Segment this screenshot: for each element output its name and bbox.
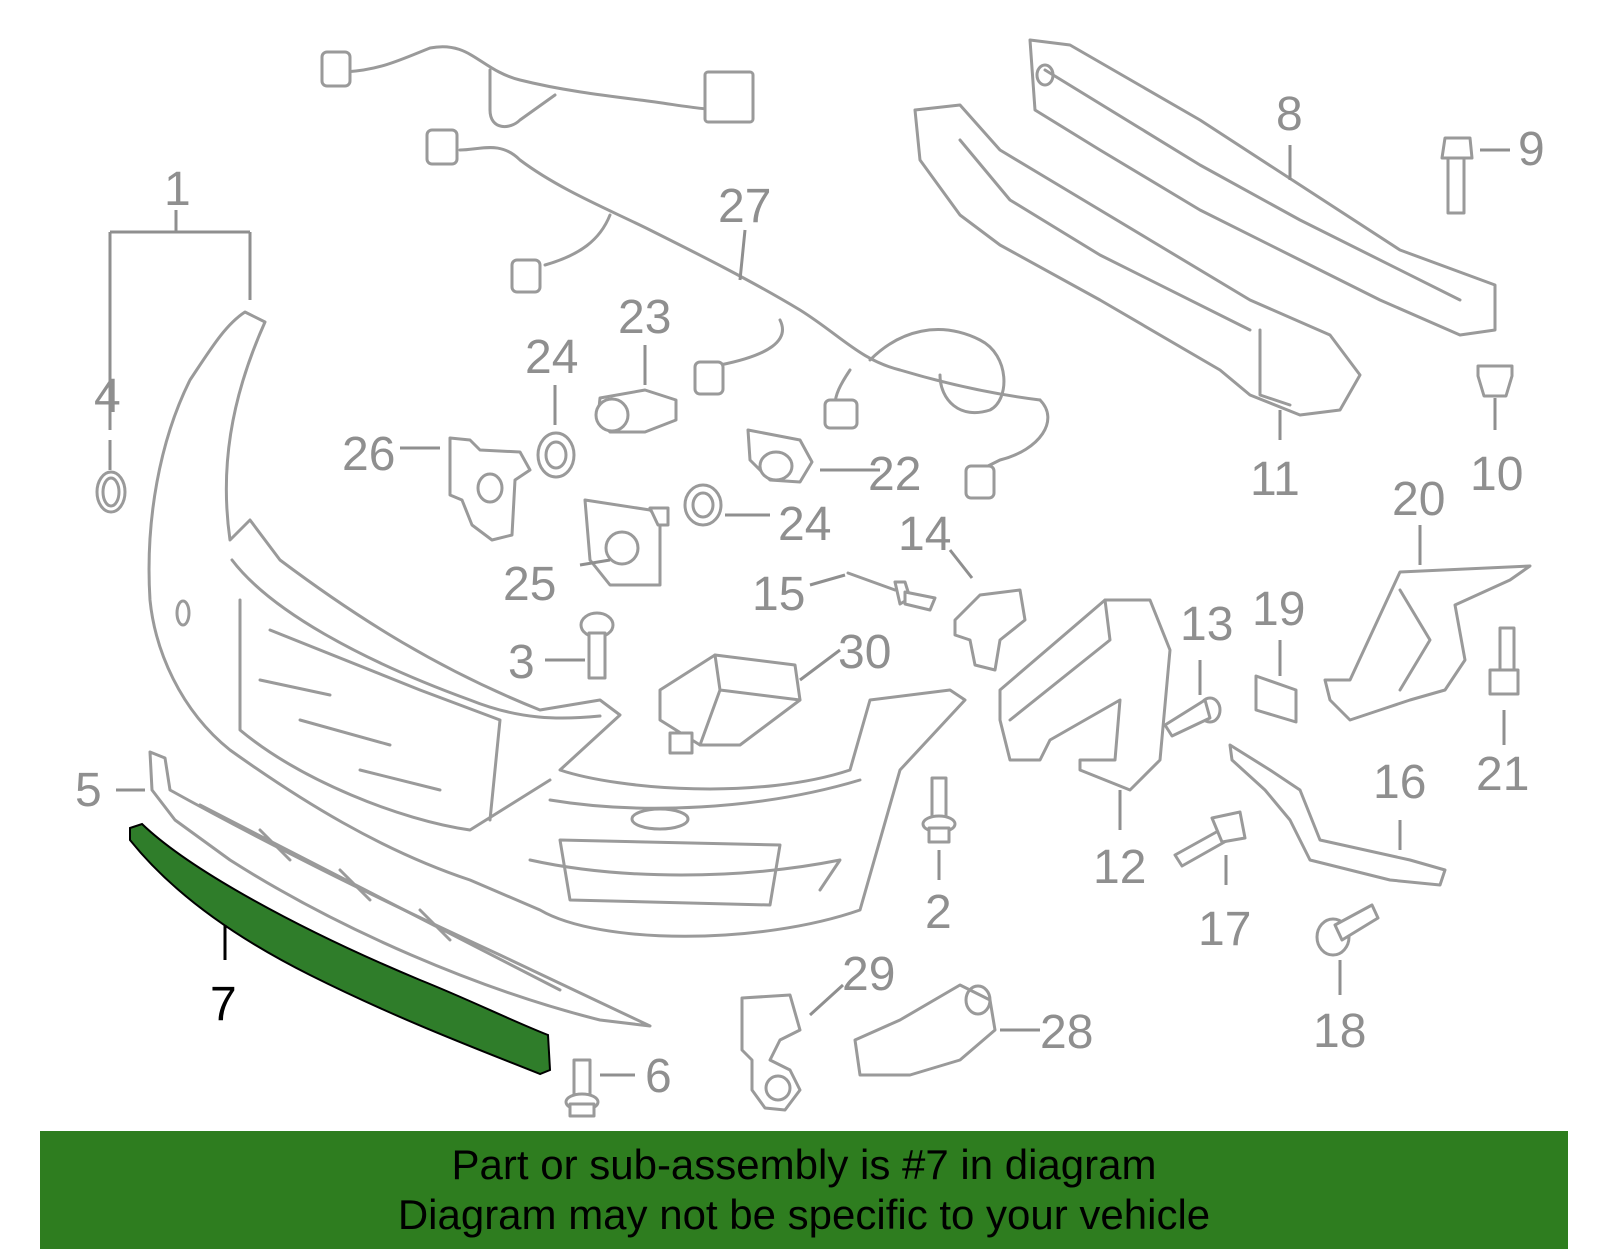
part-15-rivet[interactable] xyxy=(846,571,937,612)
energy-absorber[interactable] xyxy=(913,103,1362,417)
callout-26: 26 xyxy=(342,428,395,481)
wiring-harness[interactable] xyxy=(320,45,1050,500)
callout-29: 29 xyxy=(842,948,895,1001)
callout-6: 6 xyxy=(645,1050,672,1103)
callout-19: 19 xyxy=(1252,583,1305,636)
callout-9: 9 xyxy=(1518,123,1545,176)
part-29-bracket[interactable] xyxy=(740,993,802,1112)
callout-17: 17 xyxy=(1198,903,1251,956)
part-26-bracket[interactable] xyxy=(448,436,532,542)
callout-22: 22 xyxy=(868,448,921,501)
callout-1: 1 xyxy=(164,163,191,216)
callout-28: 28 xyxy=(1040,1006,1093,1059)
callout-8: 8 xyxy=(1276,88,1303,141)
clip-10[interactable] xyxy=(1476,364,1514,398)
callout-5: 5 xyxy=(75,764,102,817)
part-17-rivet[interactable] xyxy=(1173,810,1247,868)
part-22-sensor[interactable] xyxy=(746,428,814,484)
part-18-screw[interactable] xyxy=(1315,903,1380,957)
callout-27: 27 xyxy=(718,180,771,233)
callout-14: 14 xyxy=(898,508,951,561)
callout-3: 3 xyxy=(508,636,535,689)
part-14-bracket[interactable] xyxy=(953,588,1027,672)
banner-line-disclaimer: Diagram may not be specific to your vehi… xyxy=(397,1191,1211,1238)
part-24-ring-b[interactable] xyxy=(683,483,723,527)
part-20-bracket[interactable] xyxy=(1323,564,1532,722)
banner-line-part: Part or sub-assembly is #7 in diagram xyxy=(451,1141,1157,1188)
callout-labels: 1 2 3 4 5 6 7 8 9 10 11 12 13 14 15 16 1… xyxy=(75,88,1545,1103)
callout-21: 21 xyxy=(1476,748,1529,801)
callout-23: 23 xyxy=(618,291,671,344)
callout-18: 18 xyxy=(1313,1005,1366,1058)
part-13-screw[interactable] xyxy=(1163,696,1222,738)
part-30-module[interactable] xyxy=(658,653,802,755)
part-28-connector[interactable] xyxy=(853,983,997,1077)
callout-2: 2 xyxy=(925,886,952,939)
part-4-grommet[interactable] xyxy=(95,470,127,514)
callout-15: 15 xyxy=(752,568,805,621)
callout-13: 13 xyxy=(1180,598,1233,651)
part-24-ring-a[interactable] xyxy=(536,431,576,479)
part-23-sensor[interactable] xyxy=(594,388,678,434)
callout-10: 10 xyxy=(1470,448,1523,501)
impact-bar[interactable] xyxy=(1028,38,1497,337)
callout-30: 30 xyxy=(838,626,891,679)
callout-24a: 24 xyxy=(525,331,578,384)
callout-4: 4 xyxy=(94,370,121,423)
callout-11: 11 xyxy=(1250,453,1300,506)
bumper-cover[interactable] xyxy=(147,310,967,938)
part-21-bolt[interactable] xyxy=(1488,626,1520,696)
part-12-bracket[interactable] xyxy=(998,598,1172,792)
part-6-bolt[interactable] xyxy=(564,1058,600,1118)
part-25-housing[interactable] xyxy=(583,498,670,587)
leader-lines xyxy=(108,145,1510,1077)
info-banner: Part or sub-assembly is #7 in diagram Di… xyxy=(40,1131,1568,1249)
callout-7: 7 xyxy=(210,978,237,1031)
part-7-highlight[interactable] xyxy=(129,822,552,1076)
callout-25: 25 xyxy=(503,558,556,611)
part-16-bracket[interactable] xyxy=(1228,743,1447,887)
part-2-bolt[interactable] xyxy=(921,776,957,844)
callout-16: 16 xyxy=(1373,756,1426,809)
part-19-nut[interactable] xyxy=(1254,674,1298,724)
bolt-9[interactable] xyxy=(1440,136,1474,215)
callout-12: 12 xyxy=(1093,841,1146,894)
part-3-bolt[interactable] xyxy=(579,611,615,680)
lower-grille[interactable] xyxy=(148,750,652,1028)
callout-24b: 24 xyxy=(778,498,831,551)
callout-20: 20 xyxy=(1392,473,1445,526)
